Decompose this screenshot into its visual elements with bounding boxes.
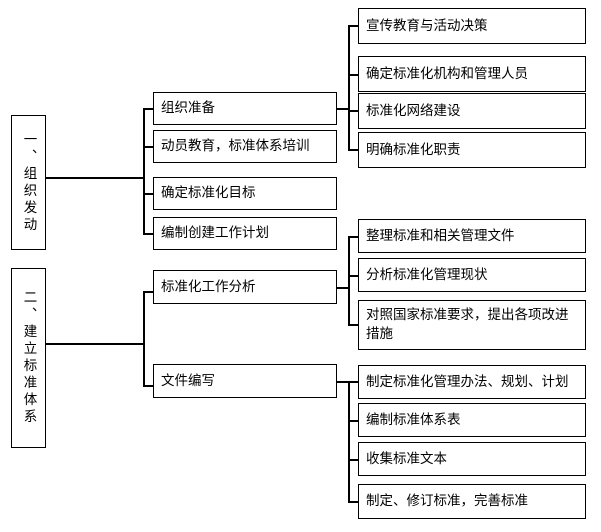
node-standardization-analysis[interactable]: 标准化工作分析: [153, 270, 337, 304]
node-analyze-management-status-label: 分析标准化管理现状: [366, 266, 488, 283]
node-compare-national-standards[interactable]: 对照国家标准要求，提出各项改进措施: [358, 300, 586, 350]
node-document-writing[interactable]: 文件编写: [153, 364, 337, 398]
connector-root1-branch-3: [143, 193, 154, 195]
connector-docwriting-branch-4: [348, 501, 359, 503]
connector-docwriting-branch-1: [348, 381, 359, 383]
connector-analysis-branch-2: [348, 275, 359, 277]
node-collect-standard-texts-label: 收集标准文本: [366, 450, 447, 467]
connector-docwriting-trunk: [348, 381, 350, 502]
node-formulate-revise-standards-label: 制定、修订标准，完善标准: [366, 493, 528, 509]
node-standardization-goals[interactable]: 确定标准化目标: [153, 177, 337, 210]
connector-prep-trunk: [348, 25, 350, 150]
root-node-section-1-label: 一、组织发动: [20, 131, 37, 234]
connector-docwriting-branch-2: [348, 420, 359, 422]
node-define-org-personnel[interactable]: 确定标准化机构和管理人员: [358, 56, 586, 92]
node-publicity-education-decision-label: 宣传教育与活动决策: [366, 17, 488, 34]
node-standardization-goals-label: 确定标准化目标: [161, 185, 256, 201]
connector-prep-branch-2: [348, 74, 359, 76]
connector-root1-branch-2: [143, 146, 154, 148]
connector-docwriting-stem: [337, 381, 349, 383]
node-work-plan[interactable]: 编制创建工作计划: [153, 217, 337, 250]
connector-root2-trunk: [143, 291, 145, 386]
connector-prep-branch-3: [348, 110, 359, 112]
node-formulate-management-measures-label: 制定标准化管理办法、规划、计划: [366, 373, 569, 390]
node-publicity-education-decision[interactable]: 宣传教育与活动决策: [358, 8, 586, 44]
node-compile-standards-table[interactable]: 编制标准体系表: [358, 403, 586, 437]
connector-docwriting-branch-3: [348, 459, 359, 461]
node-network-construction[interactable]: 标准化网络建设: [358, 93, 586, 129]
connector-prep-branch-4: [348, 149, 359, 151]
node-analyze-management-status[interactable]: 分析标准化管理现状: [358, 258, 586, 292]
node-mobilization-training-label: 动员教育，标准体系培训: [161, 138, 310, 154]
connector-root1-branch-4: [143, 233, 154, 235]
node-compile-standards-table-label: 编制标准体系表: [366, 411, 461, 428]
connector-root2-branch-1: [143, 291, 154, 293]
root-node-section-2[interactable]: 二、建立标准体系: [11, 268, 46, 448]
node-work-plan-label: 编制创建工作计划: [161, 225, 269, 241]
node-formulate-management-measures[interactable]: 制定标准化管理办法、规划、计划: [358, 365, 586, 399]
node-mobilization-training[interactable]: 动员教育，标准体系培训: [153, 130, 337, 163]
connector-root1-stem: [46, 177, 144, 179]
connector-prep-stem: [337, 108, 349, 110]
node-standardization-analysis-label: 标准化工作分析: [161, 278, 256, 295]
node-collect-standard-texts[interactable]: 收集标准文本: [358, 442, 586, 476]
node-formulate-revise-standards[interactable]: 制定、修订标准，完善标准: [358, 484, 586, 519]
root-node-section-2-label: 二、建立标准体系: [20, 290, 37, 426]
node-document-writing-label: 文件编写: [161, 372, 215, 389]
root-node-section-1[interactable]: 一、组织发动: [11, 115, 46, 250]
connector-analysis-trunk: [348, 236, 350, 325]
node-clarify-responsibilities-label: 明确标准化职责: [366, 141, 461, 158]
node-clarify-responsibilities[interactable]: 明确标准化职责: [358, 132, 586, 168]
connector-analysis-branch-1: [348, 236, 359, 238]
connector-root2-stem: [46, 343, 144, 345]
node-organizational-preparation-label: 组织准备: [161, 100, 215, 116]
node-organize-standards-documents[interactable]: 整理标准和相关管理文件: [358, 219, 586, 253]
connector-prep-branch-1: [348, 25, 359, 27]
connector-analysis-stem: [337, 287, 349, 289]
node-compare-national-standards-label: 对照国家标准要求，提出各项改进措施: [366, 307, 569, 342]
connector-root1-trunk: [143, 108, 145, 234]
connector-root2-branch-2: [143, 385, 154, 387]
node-define-org-personnel-label: 确定标准化机构和管理人员: [366, 65, 528, 82]
connector-root1-branch-1: [143, 108, 154, 110]
connector-analysis-branch-3: [348, 324, 359, 326]
node-organizational-preparation[interactable]: 组织准备: [153, 92, 337, 125]
node-network-construction-label: 标准化网络建设: [366, 102, 461, 119]
node-organize-standards-documents-label: 整理标准和相关管理文件: [366, 227, 515, 244]
